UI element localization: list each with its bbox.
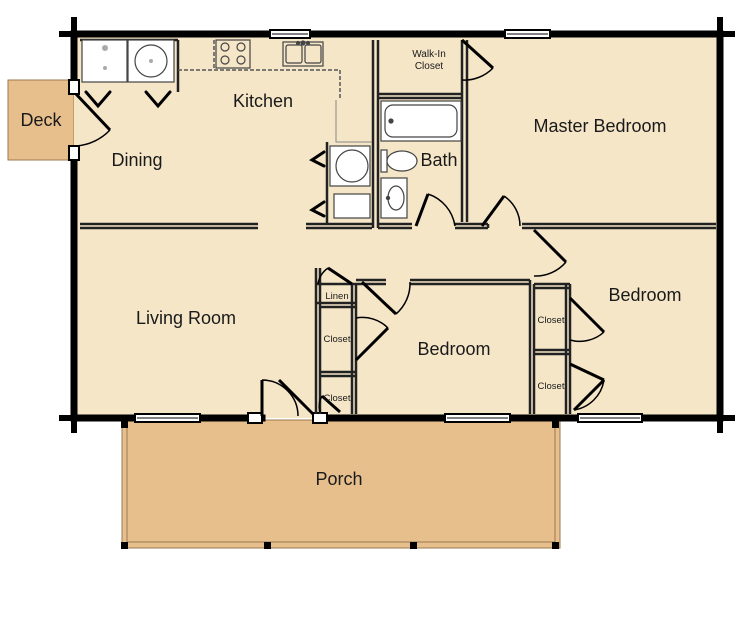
door-swing-icon [414,193,456,227]
door-jamb [247,412,263,424]
deck-floor [7,79,75,161]
porch-label: Porch [315,469,362,489]
door-jamb [312,412,328,424]
door-swing-icon [318,394,341,414]
door-swing-icon [460,38,495,81]
door-swing-icon [317,266,353,286]
post-icon [552,542,559,549]
door-swing-icon [360,280,411,316]
linen-closet-label: Linen [325,291,348,302]
right-closet-lower-label: Closet [538,381,565,392]
dining-label: Dining [111,150,162,170]
range-icon [215,39,251,69]
sink-icon [282,40,324,67]
bedroom-center-label: Bedroom [417,339,490,359]
deck-label: Deck [20,110,62,130]
door-swing-icon [532,228,568,277]
door-swing-icon [480,195,521,227]
utility-bifold-doors [309,150,326,218]
walk-in-closet-label-line2: Closet [415,61,444,72]
bedroom-right-label: Bedroom [608,285,681,305]
door-swings [74,38,606,417]
master-bedroom-label: Master Bedroom [533,116,666,136]
door-swing-icon [74,92,112,147]
walk-in-closet-label-line1: Walk-In [412,49,446,60]
post-icon [264,542,271,549]
right-closet-upper-label: Closet [538,315,565,326]
living-room-label: Living Room [136,308,236,328]
door-swing-icon [354,316,390,362]
sink-icon [380,177,408,219]
bath-label: Bath [420,150,457,170]
interior-walls [80,38,716,414]
kitchen-label: Kitchen [233,91,293,111]
dryer-icon [127,39,175,83]
door-swing-icon [260,378,315,417]
kitchen-counter [178,40,341,100]
log-corners [59,17,735,433]
porch-floor [121,419,561,549]
hall-closet-upper-label: Closet [324,334,351,345]
counter-edge [335,100,372,143]
door-swing-icon [568,296,606,343]
hall-closet-lower-label: Closet [324,393,351,404]
post-icon [410,542,417,549]
laundry-bifold-doors [84,90,172,109]
post-icon [552,421,559,428]
door-jamb [68,79,80,95]
post-icon [121,421,128,428]
washer-icon [81,39,128,83]
bathtub-icon [380,100,462,142]
post-icon [121,542,128,549]
water-heater-icon [329,145,371,219]
porch-posts [121,421,559,549]
toilet-icon [380,149,418,173]
window-mullions [137,33,640,419]
door-swing-icon [569,362,606,412]
door-jamb [68,145,80,161]
